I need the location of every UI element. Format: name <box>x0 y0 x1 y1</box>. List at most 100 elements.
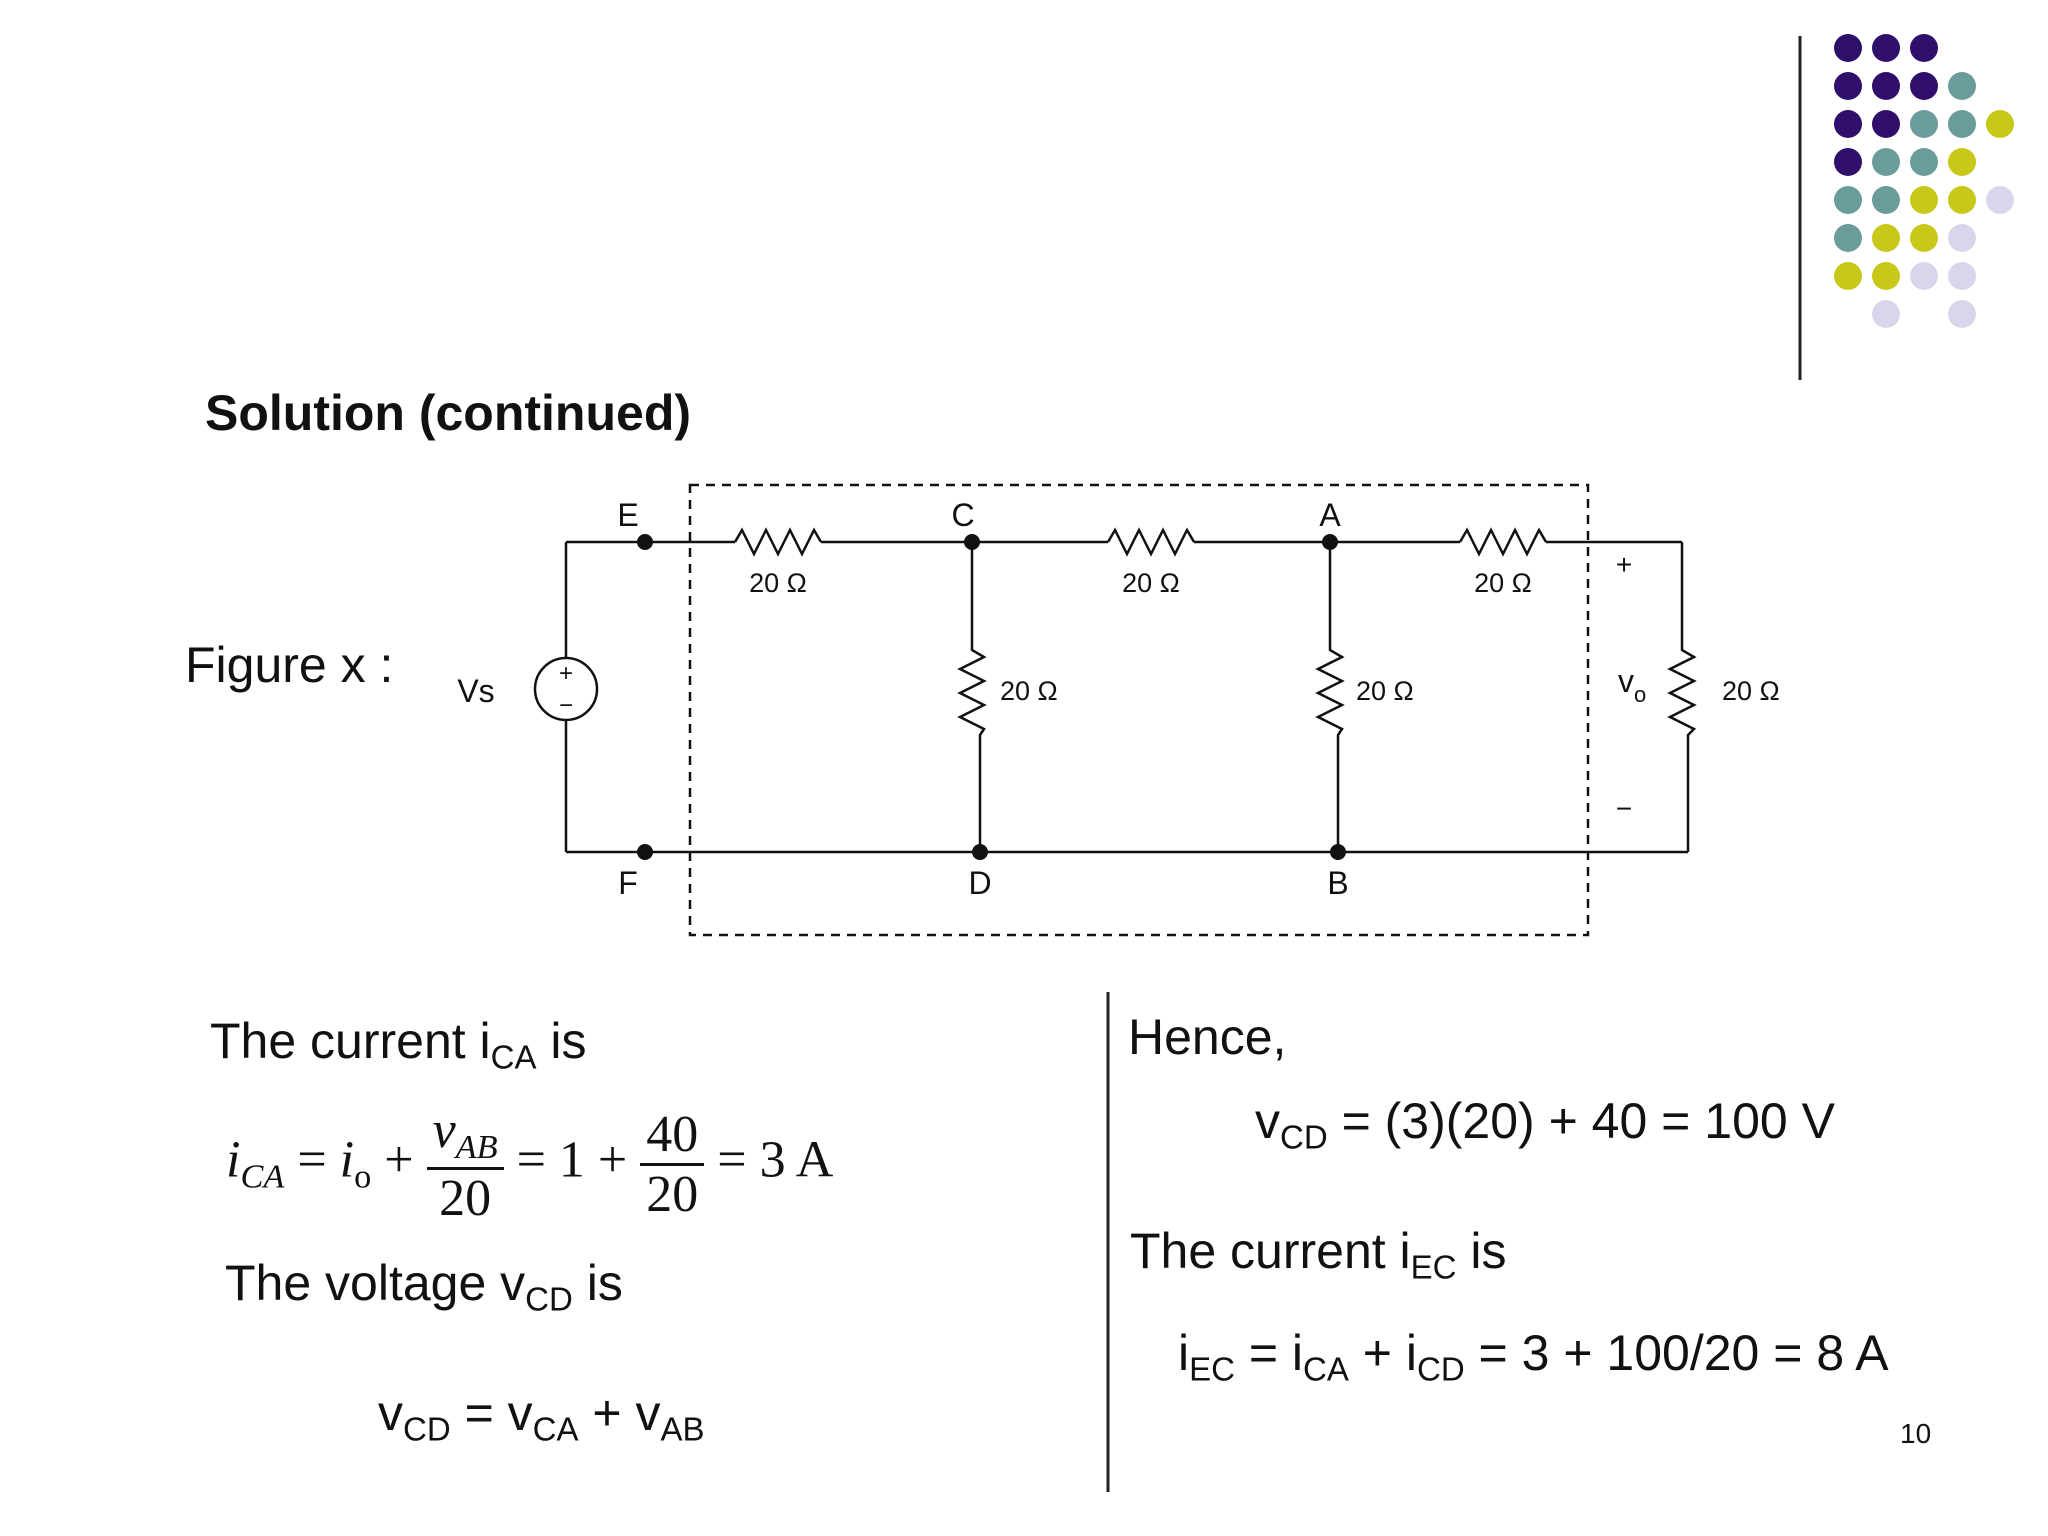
node-d-label: D <box>968 865 991 901</box>
eq-ica-eq1: = <box>284 1131 340 1189</box>
decorative-dot <box>1834 262 1862 290</box>
current-iec-sub: EC <box>1410 1248 1457 1286</box>
source-minus: − <box>559 692 573 719</box>
voltage-vcd-post: is <box>572 1255 623 1311</box>
eq-vcd-value-a-sub: CD <box>1280 1118 1328 1156</box>
decorative-dot <box>1910 186 1938 214</box>
eq-iec-b: = i <box>1234 1325 1304 1381</box>
decorative-dot <box>1834 72 1862 100</box>
decorative-dot <box>1834 186 1862 214</box>
decorative-dot <box>1910 110 1938 138</box>
resistor-load <box>1667 542 1697 852</box>
decorative-dot <box>1872 224 1900 252</box>
eq-ica-frac1-den: 20 <box>439 1169 492 1227</box>
decorative-dot <box>1948 300 1976 328</box>
decorative-dot <box>1910 72 1938 100</box>
decorative-dot <box>1872 186 1900 214</box>
resistor-a-out <box>1458 527 1548 557</box>
hence-text: Hence, <box>1128 1009 1287 1065</box>
circuit-nodes <box>637 534 1346 860</box>
eq-ica-io-sub: o <box>354 1157 372 1196</box>
output-voltage-main: v <box>1618 663 1634 699</box>
equation-vcd-sum: vCD = vCA + vAB <box>378 1384 705 1449</box>
output-plus: + <box>1616 549 1632 580</box>
voltage-vcd-sub: CD <box>525 1280 573 1318</box>
eq-vcd-b: = v <box>450 1385 533 1441</box>
equation-iec: iEC = iCA + iCD = 3 + 100/20 = 8 A <box>1178 1324 1889 1389</box>
current-iec-post: is <box>1456 1223 1507 1279</box>
resistor-ca-label: 20 Ω <box>1122 568 1180 598</box>
eq-ica-io: i <box>339 1131 355 1189</box>
current-ica-text: The current iCA is <box>210 1012 587 1077</box>
decorative-dot <box>1986 110 2014 138</box>
eq-vcd-a: v <box>378 1385 403 1441</box>
current-iec-pre: The current i <box>1130 1223 1411 1279</box>
node-b-label: B <box>1327 865 1348 901</box>
equation-vcd-value: vCD = (3)(20) + 40 = 100 V <box>1255 1092 1835 1157</box>
decorative-dot <box>1986 186 2014 214</box>
decorative-dot <box>1948 148 1976 176</box>
resistor-cd <box>957 542 987 852</box>
eq-vcd-value-rest: = (3)(20) + 40 = 100 V <box>1327 1093 1835 1149</box>
decorative-dot <box>1910 262 1938 290</box>
eq-ica-lhs: i <box>226 1131 241 1189</box>
decorative-dot <box>1872 110 1900 138</box>
node-a-label: A <box>1319 497 1341 533</box>
decorative-dot <box>1872 262 1900 290</box>
decorative-dot <box>1872 72 1900 100</box>
resistor-ec-label: 20 Ω <box>749 568 807 598</box>
source-plus: + <box>559 660 573 687</box>
voltage-source-circle <box>533 656 599 722</box>
node-a-dot <box>1322 534 1338 550</box>
node-f-label: F <box>618 865 638 901</box>
voltage-vcd-pre: The voltage v <box>225 1255 526 1311</box>
decorative-dot <box>1834 224 1862 252</box>
output-voltage-sub: o <box>1634 682 1646 707</box>
eq-ica-frac1-num-v: v <box>432 1102 456 1159</box>
resistor-ca <box>1106 527 1196 557</box>
circuit-labels: Vs + − E C A F D B 20 Ω 20 Ω 20 Ω 20 Ω 2… <box>457 497 1779 901</box>
decorative-dot <box>1872 148 1900 176</box>
eq-ica-frac2-den: 20 <box>646 1165 699 1223</box>
eq-iec-a-sub: EC <box>1189 1350 1235 1388</box>
resistor-ec <box>733 527 823 557</box>
eq-vcd-b-sub: CA <box>532 1410 579 1448</box>
node-e-dot <box>637 534 653 550</box>
node-d-dot <box>972 844 988 860</box>
current-ica-post: is <box>536 1013 587 1069</box>
node-e-label: E <box>617 497 638 533</box>
eq-vcd-c-sub: AB <box>660 1410 705 1448</box>
resistor-ab <box>1315 542 1345 852</box>
node-c-label: C <box>951 497 974 533</box>
current-ica-pre: The current i <box>210 1013 491 1069</box>
decorative-dot <box>1948 110 1976 138</box>
resistor-a-out-label: 20 Ω <box>1474 568 1532 598</box>
source-label: Vs <box>457 673 494 709</box>
output-voltage-label: vo <box>1618 663 1646 707</box>
decorative-dot <box>1834 110 1862 138</box>
decorative-dot <box>1910 224 1938 252</box>
decorative-dot <box>1872 300 1900 328</box>
node-c-dot <box>964 534 980 550</box>
eq-iec-b-sub: CA <box>1303 1350 1349 1388</box>
eq-ica-frac1-num: vAB <box>426 1102 504 1170</box>
slide-title: Solution (continued) <box>205 385 692 441</box>
circuit-diagram <box>533 483 1697 937</box>
eq-iec-rest: = 3 + 100/20 = 8 A <box>1464 1325 1889 1381</box>
slide-number: 10 <box>1900 1418 1932 1449</box>
decorative-dot <box>1948 262 1976 290</box>
eq-ica-eq2: = 1 + <box>503 1131 641 1189</box>
decorative-dot <box>1948 224 1976 252</box>
eq-vcd-c: + v <box>578 1385 661 1441</box>
eq-vcd-a-sub: CD <box>403 1410 451 1448</box>
eq-vcd-value-a: v <box>1255 1093 1280 1149</box>
eq-iec-c-sub: CD <box>1416 1350 1465 1388</box>
current-iec-text: The current iEC is <box>1130 1222 1507 1287</box>
voltage-vcd-text: The voltage vCD is <box>225 1254 623 1319</box>
output-minus: − <box>1616 793 1632 824</box>
eq-ica-plus1: + <box>371 1131 427 1189</box>
